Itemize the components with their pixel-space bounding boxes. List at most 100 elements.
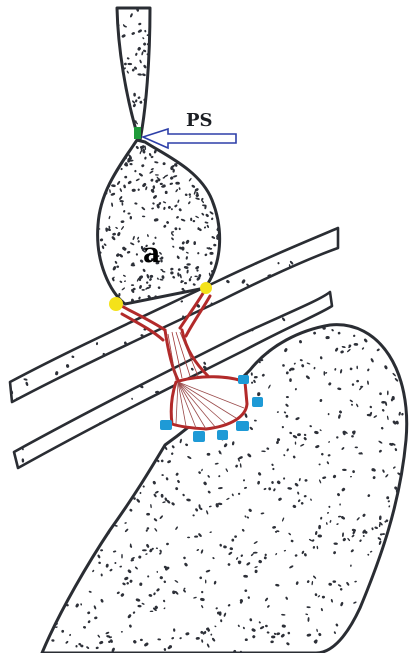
stipple-dot [109,442,113,444]
stipple-dot [53,289,57,293]
stipple-dot [156,345,160,348]
stipple-dot [20,415,23,419]
stipple-dot [131,466,135,468]
stipple-dot [70,301,75,305]
stipple-dot [402,625,407,630]
stipple-dot [309,319,313,323]
stipple-dot [21,312,25,317]
stipple-dot [183,156,186,159]
stipple-dot [85,449,89,454]
stipple-dot [75,491,79,494]
stipple-dot [63,501,67,505]
stipple-dot [201,169,203,172]
stipple-dot [42,492,46,496]
stipple-dot [96,191,100,195]
stipple-dot [56,395,58,399]
stipple-dot [40,534,43,537]
stipple-dot [76,295,79,300]
stipple-dot [236,325,241,329]
stipple-dot [183,150,188,154]
stipple-dot [367,324,370,327]
stipple-dot [130,367,135,370]
stipple-dot [55,344,59,349]
stipple-dot [381,589,386,594]
stipple-dot [223,220,226,223]
stipple-dot [155,345,159,350]
stipple-dot [121,97,124,101]
ps-arrow [143,129,236,148]
stipple-dot [168,364,171,368]
stipple-dot [101,144,103,148]
stipple-dot [42,516,46,520]
stipple-dot [211,153,213,156]
stipple-dot [94,274,99,279]
stipple-dot [49,491,53,494]
stipple-dot [150,367,154,370]
stipple-dot [163,396,168,401]
stipple-dot [50,238,53,241]
stipple-dot [100,522,104,527]
stipple-dot [92,444,95,447]
stipple-dot [12,241,16,245]
stipple-dot [246,289,250,291]
stipple-dot [157,404,162,408]
stipple-dot [68,521,71,524]
stipple-dot [85,240,90,245]
stipple-dot [120,447,123,451]
stipple-dot [93,215,97,219]
stipple-dot [135,373,139,377]
stipple-dot [64,344,69,348]
stipple-dot [256,294,260,297]
stipple-dot [122,115,125,117]
stipple-dot [100,376,104,380]
stipple-dot [232,322,234,324]
stipple-dot [384,575,389,579]
stipple-dot [319,285,323,289]
stipple-dot [216,154,219,158]
stipple-dot [94,397,96,399]
stipple-dot [127,446,131,450]
stipple-dot [404,466,406,470]
stipple-dot [58,421,63,424]
stipple-dot [145,366,149,371]
stipple-dot [97,299,101,304]
stipple-dot [29,301,32,304]
stipple-dot [252,295,257,299]
stipple-dot [204,155,209,160]
stipple-dot [346,647,350,651]
stipple-dot [135,457,138,460]
stipple-dot [112,485,116,490]
stipple-dot [396,565,400,569]
stipple-dot [117,425,120,429]
stipple-dot [55,347,59,350]
stipple-dot [184,282,187,284]
stipple-dot [40,497,44,501]
stipple-dot [40,525,43,528]
stipple-dot [216,370,218,372]
stipple-dot [142,434,144,439]
stipple-dot [377,623,381,627]
stipple-dot [402,612,407,616]
stipple-dot [108,326,111,330]
stipple-dot [343,639,347,643]
stipple-dot [131,382,134,384]
stipple-dot [64,450,67,453]
stipple-dot [155,424,160,428]
stipple-dot [222,151,227,155]
stipple-dot [60,510,64,514]
stipple-dot [194,324,198,327]
stipple-dot [173,145,176,150]
stipple-dot [60,349,65,352]
stipple-dot [223,315,228,319]
stipple-dot [64,462,67,466]
stipple-dot [173,152,177,154]
stipple-dot [361,620,365,624]
stipple-dot [232,231,236,235]
stipple-dot [75,381,80,384]
stipple-dot [51,493,54,498]
stipple-dot [386,637,390,641]
stipple-dot [54,351,57,354]
stipple-dot [14,307,18,311]
stipple-dot [110,373,113,376]
stipple-dot [142,311,145,314]
